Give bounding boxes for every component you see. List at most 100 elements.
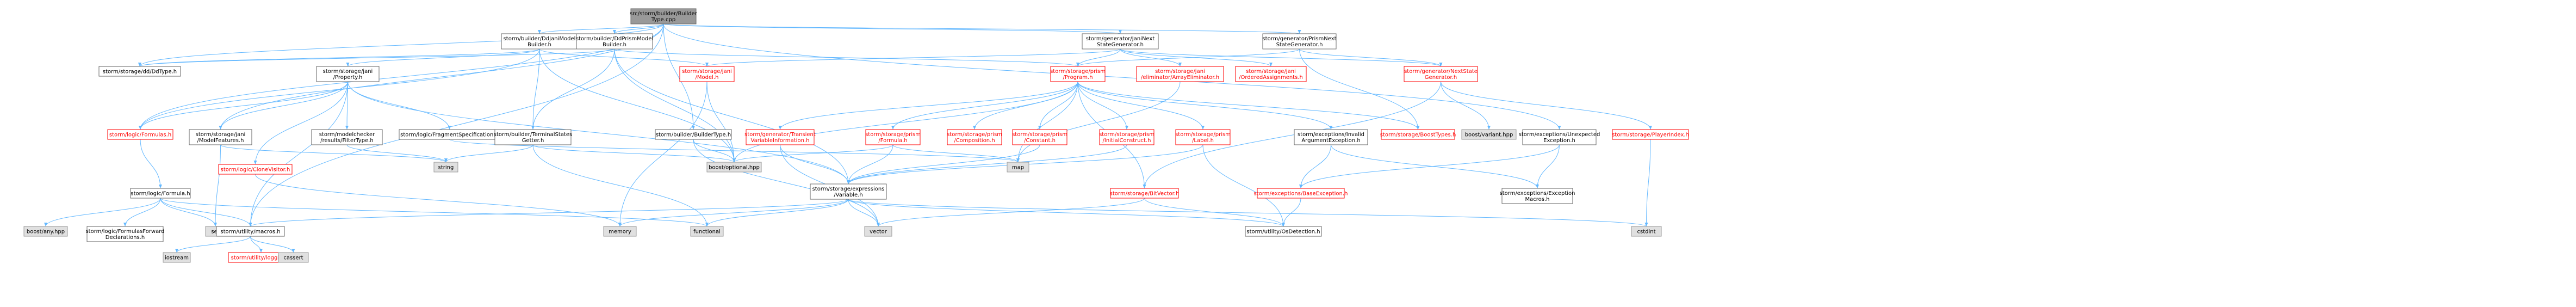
- node-label: Macros.h: [1525, 197, 1550, 202]
- graph-node: functional: [690, 226, 724, 237]
- edge-n34-n47: [848, 199, 1648, 227]
- node-label: storm/logic/Formula.h: [131, 191, 190, 197]
- node-box: [1245, 226, 1322, 237]
- node-box: [130, 188, 191, 199]
- edge-n15-n32: [346, 144, 448, 163]
- graph-node[interactable]: storm/storage/prism/Formula.h: [865, 129, 921, 145]
- node-box: [311, 129, 383, 145]
- edge-n1-n4: [663, 23, 1122, 34]
- graph-node[interactable]: storm/storage/prism/Composition.h: [947, 129, 1002, 145]
- node-box: [1461, 129, 1517, 140]
- graph-node[interactable]: storm/logic/FormulasForwardDeclarations.…: [85, 226, 165, 242]
- node-label: storm/storage/jani: [323, 69, 373, 75]
- node-label: storm/storage/prism: [865, 132, 921, 138]
- node-label: Generator.h: [1425, 75, 1457, 81]
- edge-n42-n48: [175, 236, 251, 253]
- edge-n4-n11: [1120, 48, 1273, 67]
- node-label: /Label.h: [1192, 138, 1214, 144]
- node-box: [679, 66, 735, 82]
- graph-node[interactable]: storm/logic/CloneVisitor.h: [218, 164, 293, 175]
- graph-node[interactable]: storm/storage/jani/ModelFeatures.h: [189, 129, 252, 145]
- graph-node[interactable]: storm/storage/jani/OrderedAssignments.h: [1235, 66, 1307, 82]
- edge-n5-n26: [1299, 48, 1420, 130]
- graph-node[interactable]: storm/storage/prism/Label.h: [1175, 129, 1231, 145]
- node-box: [1501, 188, 1573, 204]
- edge-n9-n19: [778, 81, 1078, 130]
- graph-node[interactable]: storm/logic/FragmentSpecification.h: [399, 129, 500, 140]
- edge-n1-n42: [249, 23, 664, 227]
- edge-n9-n20: [891, 81, 1078, 130]
- node-box: [810, 183, 887, 200]
- graph-node[interactable]: storm/builder/BuilderType.h: [655, 129, 732, 140]
- graph-node[interactable]: src/storm/builder/BuilderType.cpp: [630, 8, 698, 24]
- graph-node[interactable]: storm/modelchecker/results/FilterType.h: [311, 129, 383, 145]
- edge-n9-n22: [1038, 81, 1078, 130]
- edge-n9-n35: [1016, 81, 1078, 163]
- node-label: storm/storage/prism: [947, 132, 1002, 138]
- node-label: storm/generator/JaniNext: [1086, 36, 1155, 42]
- edge-n34-n44: [705, 199, 849, 227]
- edge-n7-n42: [249, 81, 348, 227]
- graph-node[interactable]: storm/storage/prism/Program.h: [1050, 66, 1106, 82]
- graph-node[interactable]: storm/storage/BoostTypes.h: [1380, 129, 1456, 140]
- node-box: [98, 66, 181, 77]
- node-label: storm/utility/logging.h: [231, 255, 291, 261]
- graph-node[interactable]: storm/generator/TransientVariableInforma…: [744, 129, 816, 145]
- graph-node[interactable]: storm/storage/prism/InitialConstruct.h: [1099, 129, 1154, 145]
- node-label: storm/storage/PlayerIndex.h: [1612, 132, 1689, 138]
- node-label: cassert: [283, 255, 303, 261]
- graph-node[interactable]: storm/utility/OsDetection.h: [1245, 226, 1322, 237]
- edge-n20-n35: [892, 144, 1020, 163]
- edge-n8-n43: [618, 81, 707, 227]
- node-label: map: [1012, 165, 1024, 171]
- graph-node[interactable]: storm/storage/BitVector.h: [1110, 188, 1180, 199]
- edge-n7-n34: [347, 81, 850, 185]
- graph-node[interactable]: storm/storage/expressions/Variable.h: [810, 183, 887, 200]
- node-box: [630, 8, 697, 24]
- graph-node[interactable]: storm/storage/dd/DdType.h: [98, 66, 181, 77]
- edge-n28-n37: [1299, 144, 1560, 189]
- graph-node[interactable]: storm/logic/Formulas.h: [107, 129, 173, 140]
- edge-n4-n8: [705, 48, 1121, 67]
- graph-node[interactable]: storm/storage/jani/Property.h: [316, 66, 380, 82]
- node-box: [216, 226, 285, 237]
- graph-node[interactable]: storm/logic/Formula.h: [130, 188, 191, 199]
- graph-node[interactable]: storm/storage/PlayerIndex.h: [1612, 129, 1689, 140]
- graph-node[interactable]: storm/exceptions/BaseException.h: [1254, 188, 1348, 199]
- node-label: /OrderedAssignments.h: [1239, 75, 1303, 81]
- node-label: /Property.h: [333, 75, 363, 81]
- node-label: /Model.h: [696, 75, 719, 81]
- edge-n36-n46: [1144, 198, 1285, 227]
- node-label: storm/storage/BitVector.h: [1110, 191, 1180, 197]
- edge-n8-n33: [706, 81, 736, 163]
- graph-node[interactable]: storm/storage/jani/Model.h: [679, 66, 735, 82]
- graph-node[interactable]: storm/storage/prism/Constant.h: [1012, 129, 1067, 145]
- edge-n3-n17: [531, 48, 615, 130]
- node-label: storm/exceptions/Invalid: [1298, 132, 1364, 138]
- node-label: string: [438, 165, 454, 171]
- node-label: storm/storage/expressions: [812, 186, 885, 192]
- edge-n3-n6: [138, 48, 615, 67]
- graph-node[interactable]: storm/utility/macros.h: [216, 226, 285, 237]
- graph-node[interactable]: storm/storage/jani/eliminator/ArrayElimi…: [1136, 66, 1224, 82]
- graph-node[interactable]: storm/generator/PrismNextStateGenerator.…: [1262, 33, 1337, 50]
- edge-n9-n24: [1077, 81, 1205, 130]
- edge-n1-n2: [538, 23, 664, 34]
- node-box: [947, 129, 1002, 145]
- node-label: storm/storage/prism: [1050, 69, 1106, 75]
- node-box: [603, 226, 637, 237]
- graph-node: cstdint: [1631, 226, 1662, 237]
- graph-node: map: [1007, 162, 1029, 173]
- node-label: Getter.h: [522, 138, 544, 144]
- graph-node: boost/variant.hpp: [1461, 129, 1517, 140]
- edge-n9-n33: [733, 81, 1078, 163]
- edge-n10-n35: [1016, 81, 1181, 163]
- graph-node[interactable]: storm/exceptions/InvalidArgumentExceptio…: [1294, 129, 1368, 145]
